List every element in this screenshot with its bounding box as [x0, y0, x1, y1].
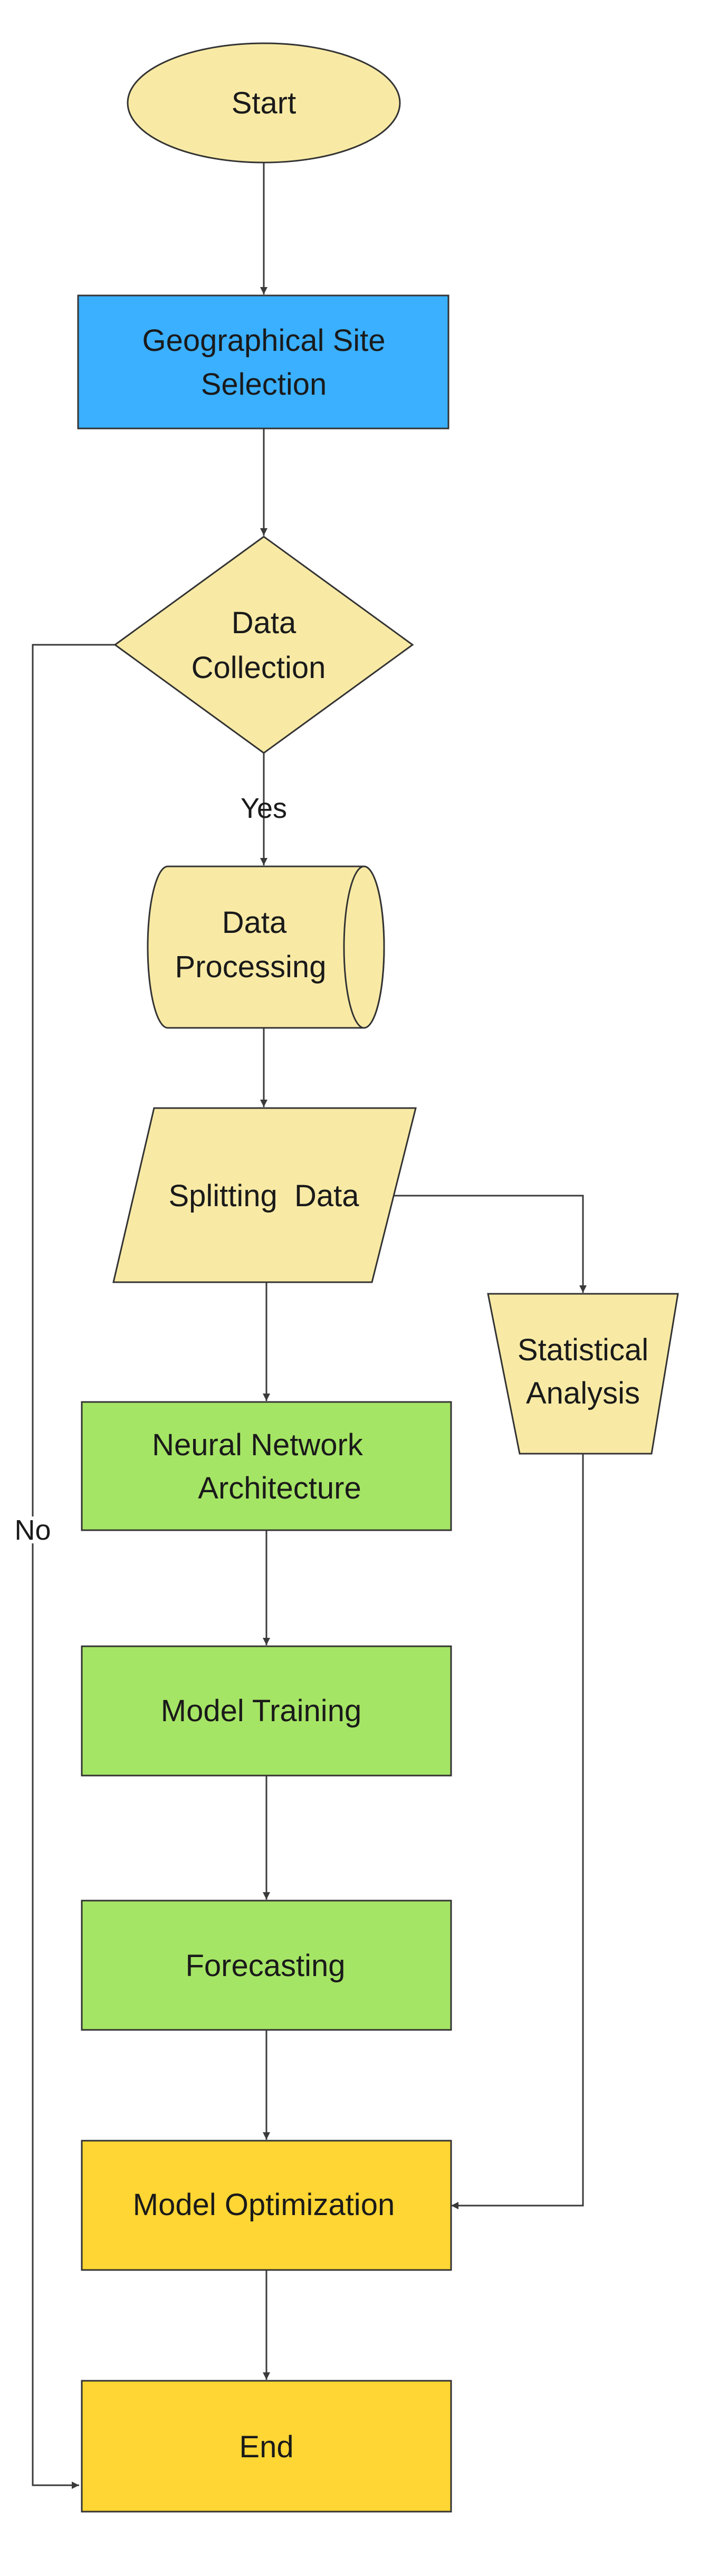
- end-label: End: [239, 2430, 293, 2464]
- end-rect-shape: [81, 2380, 452, 2513]
- edge-splitting-data-to-statistical-analysis: [390, 1195, 587, 1293]
- site-selection-label-line2: Selection: [201, 367, 327, 402]
- forecasting-rect-shape: [81, 1900, 452, 2031]
- data-collection-label-line1: Data: [232, 606, 296, 640]
- forecasting-label: Forecasting: [185, 1949, 345, 1983]
- data-processing-cylinder-end: [343, 865, 385, 1029]
- edge-label-yes: Yes: [241, 793, 287, 824]
- model-training-rect-shape: [81, 1645, 452, 1777]
- node-splitting-data: Splitting Data: [112, 1107, 417, 1283]
- statistical-analysis-label-line1: Statistical: [518, 1333, 648, 1367]
- data-processing-label-line2: Processing: [175, 950, 327, 984]
- node-neural-network: Neural Network Architecture: [81, 1401, 452, 1531]
- statistical-analysis-trapezoid-shape: [487, 1293, 679, 1455]
- model-training-label: Model Training: [161, 1694, 361, 1728]
- node-data-collection: Data Collection: [113, 536, 414, 754]
- model-optimization-rect-shape: [81, 2140, 452, 2271]
- data-collection-diamond-shape: [113, 536, 414, 754]
- node-model-training: Model Training: [81, 1645, 452, 1777]
- start-label: Start: [232, 86, 296, 120]
- node-statistical-analysis: Statistical Analysis: [487, 1293, 679, 1455]
- neural-network-rect-shape: [81, 1401, 452, 1531]
- node-model-optimization: Model Optimization: [81, 2140, 452, 2271]
- node-start: Start: [127, 42, 401, 164]
- data-processing-label-line1: Data: [222, 905, 287, 940]
- edge-data-collection-no-to-end: [32, 644, 115, 2489]
- node-forecasting: Forecasting: [81, 1900, 452, 2031]
- node-data-processing: Data Processing: [147, 865, 385, 1029]
- splitting-data-label: Splitting Data: [168, 1179, 359, 1213]
- neural-network-label-line2: Architecture: [198, 1471, 361, 1505]
- edges: [32, 163, 587, 2489]
- splitting-data-parallelogram-shape: [112, 1107, 417, 1283]
- site-selection-rect-shape: [77, 294, 449, 430]
- model-optimization-label: Model Optimization: [133, 2188, 395, 2222]
- start-oval-shape: [127, 42, 401, 164]
- neural-network-label-line1: Neural Network: [152, 1428, 363, 1462]
- statistical-analysis-label-line2: Analysis: [526, 1376, 640, 1410]
- edge-statistical-analysis-to-model-optimization: [451, 1454, 584, 2209]
- node-end: End: [81, 2380, 452, 2513]
- data-collection-label-line2: Collection: [192, 651, 326, 685]
- node-site-selection: Geographical Site Selection: [77, 294, 449, 430]
- edge-label-no: No: [14, 1514, 51, 1546]
- site-selection-label-line1: Geographical Site: [142, 323, 385, 358]
